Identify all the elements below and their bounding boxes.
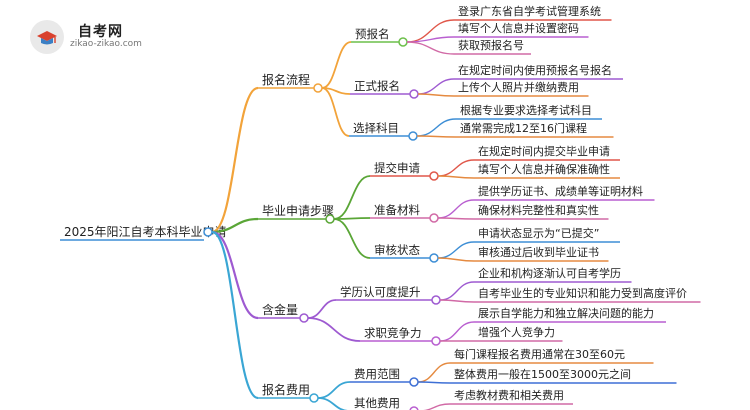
branch-node-dot bbox=[299, 313, 309, 323]
leaf-connector bbox=[437, 241, 475, 259]
leaf-label: 上传个人照片并缴纳费用 bbox=[458, 80, 579, 94]
sub-topic-label: 正式报名 bbox=[354, 79, 400, 93]
leaf-connector bbox=[416, 135, 457, 138]
sub-topic-node-dot bbox=[398, 37, 408, 47]
leaf-label: 根据专业要求选择考试科目 bbox=[460, 103, 592, 117]
leaf-connector bbox=[417, 362, 451, 383]
leaf-label: 申请状态显示为“已提交” bbox=[478, 226, 599, 240]
leaf-label: 自考毕业生的专业知识和能力受到高度评价 bbox=[478, 286, 687, 300]
leaf-label: 在规定时间内提交毕业申请 bbox=[478, 144, 610, 158]
sub-topic-node-dot bbox=[409, 406, 419, 410]
sub-topic-node-dot bbox=[431, 295, 441, 305]
sub-topic-node-dot bbox=[431, 336, 441, 346]
leaf-label: 确保材料完整性和真实性 bbox=[478, 203, 599, 217]
branch-label: 报名费用 bbox=[262, 382, 310, 397]
leaf-connector bbox=[423, 403, 451, 410]
sub-branch-connector bbox=[321, 87, 350, 137]
sub-topic-node-dot bbox=[429, 171, 439, 181]
sub-branch-connector bbox=[333, 175, 371, 220]
sub-topic-label: 准备材料 bbox=[374, 203, 420, 217]
sub-topic-label: 费用范围 bbox=[354, 367, 400, 381]
sub-branch-connector bbox=[307, 317, 361, 342]
leaf-label: 整体费用一般在1500至3000元之间 bbox=[454, 367, 631, 381]
leaf-connector bbox=[437, 257, 475, 262]
sub-topic-label: 审核状态 bbox=[374, 243, 420, 257]
leaf-label: 提供学历证书、成绩单等证明材料 bbox=[478, 184, 643, 198]
leaf-connector bbox=[406, 19, 455, 43]
leaf-label: 每门课程报名费用通常在30至60元 bbox=[454, 347, 625, 361]
sub-branch-connector bbox=[333, 217, 371, 220]
graduation-cap-icon bbox=[37, 31, 57, 45]
branch-connector bbox=[211, 230, 259, 320]
sub-topic-label: 预报名 bbox=[355, 27, 390, 41]
branch-label: 含金量 bbox=[262, 302, 298, 317]
leaf-connector bbox=[406, 41, 455, 55]
sub-branch-connector bbox=[317, 397, 350, 410]
sub-topic-label: 选择科目 bbox=[353, 121, 399, 135]
root-node-dot bbox=[203, 227, 213, 237]
branch-label: 毕业申请步骤 bbox=[262, 204, 334, 218]
sub-topic-label: 其他费用 bbox=[354, 396, 400, 410]
leaf-connector bbox=[439, 321, 475, 342]
leaf-label: 填写个人信息并设置密码 bbox=[458, 21, 579, 35]
sub-branch-connector bbox=[317, 381, 351, 399]
leaf-connector bbox=[416, 118, 457, 137]
branch-connector bbox=[211, 217, 259, 234]
leaf-label: 登录广东省自学考试管理系统 bbox=[458, 4, 601, 18]
leaf-label: 在规定时间内使用预报名号报名 bbox=[458, 63, 612, 77]
leaf-label: 考虑教材费和相关费用 bbox=[454, 388, 564, 402]
sub-topic-node-dot bbox=[408, 131, 418, 141]
leaf-connector bbox=[439, 281, 475, 301]
sub-topic-label: 提交申请 bbox=[374, 161, 420, 175]
sub-topic-node-dot bbox=[409, 89, 419, 99]
leaf-connector bbox=[439, 299, 475, 303]
leaf-connector bbox=[417, 381, 451, 384]
leaf-connector bbox=[417, 78, 455, 95]
sub-topic-node-dot bbox=[429, 213, 439, 223]
sub-topic-node-dot bbox=[429, 253, 439, 263]
root-topic-label: 2025年阳江自考本科毕业申请 bbox=[64, 225, 227, 239]
sub-topic-node-dot bbox=[409, 377, 419, 387]
sub-branch-connector bbox=[333, 218, 371, 259]
branch-node-dot bbox=[313, 83, 323, 93]
leaf-label: 通常需完成12至16门课程 bbox=[460, 121, 587, 135]
branch-node-dot bbox=[309, 393, 319, 403]
leaf-connector bbox=[437, 159, 475, 177]
leaf-label: 审核通过后收到毕业证书 bbox=[478, 245, 599, 259]
leaf-connector bbox=[437, 199, 475, 219]
branch-connector bbox=[211, 230, 259, 400]
leaf-connector bbox=[437, 217, 475, 220]
logo-title: 自考网 bbox=[78, 24, 123, 40]
leaf-label: 填写个人信息并确保准确性 bbox=[478, 162, 610, 176]
leaf-label: 企业和机构逐渐认可自考学历 bbox=[478, 266, 621, 280]
site-logo: 自考网 zikao-zikao.com bbox=[30, 18, 160, 54]
logo-badge bbox=[30, 20, 64, 54]
branch-connector bbox=[211, 86, 259, 234]
leaf-connector bbox=[417, 93, 455, 97]
leaf-label: 展示自学能力和独立解决问题的能力 bbox=[478, 306, 654, 320]
leaf-label: 增强个人竞争力 bbox=[478, 325, 555, 339]
leaf-connector bbox=[406, 36, 455, 43]
leaf-label: 获取预报名号 bbox=[458, 38, 524, 52]
sub-branch-connector bbox=[321, 41, 352, 89]
logo-url: zikao-zikao.com bbox=[70, 39, 142, 49]
sub-topic-label: 求职竞争力 bbox=[364, 326, 422, 340]
branch-node-dot bbox=[325, 214, 335, 224]
branch-label: 报名流程 bbox=[262, 72, 310, 87]
leaf-connector bbox=[437, 175, 475, 179]
sub-topic-label: 学历认可度提升 bbox=[340, 285, 421, 299]
sub-branch-connector bbox=[307, 299, 337, 319]
